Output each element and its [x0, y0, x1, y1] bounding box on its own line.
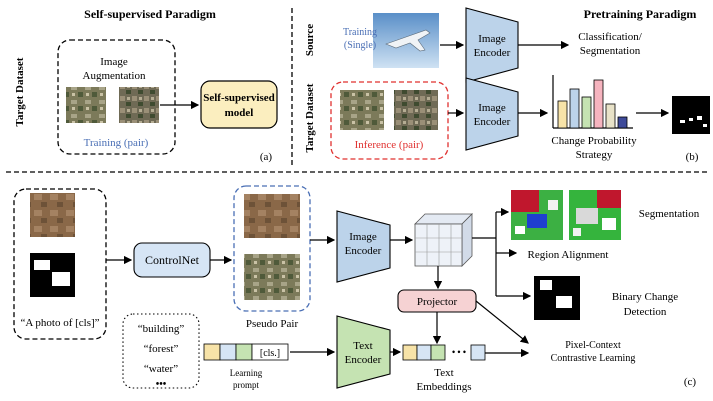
pseudo-pair-box [233, 185, 311, 312]
change-map-spot [703, 124, 707, 127]
panel-c: “A photo of [cls]” ControlNet Pseudo Pai… [13, 185, 700, 393]
change-map-spot [689, 118, 693, 121]
word-water: “water” [144, 363, 178, 375]
pixel-context-line1: Pixel-Context [565, 340, 621, 351]
segmentation-label: Segmentation [639, 208, 700, 220]
photo-cls-box [13, 188, 107, 340]
embedding-dots: • • • [452, 347, 466, 357]
word-ellipsis: ••• [156, 379, 167, 390]
photo-caption: “A photo of [cls]” [20, 317, 99, 329]
inference-pair-label: Inference (pair) [355, 139, 424, 151]
change-map-image [672, 96, 710, 134]
pseudo-pair-label: Pseudo Pair [246, 318, 299, 330]
region-alignment-label: Region Alignment [528, 249, 609, 261]
pseudo-image-1 [244, 194, 300, 238]
inference-image-2 [394, 90, 438, 130]
target-side-label: Target Dataset [304, 83, 316, 152]
binary-change-line1: Binary Change [612, 291, 678, 303]
change-map-spot [697, 116, 702, 120]
panel-a-side-label: Target Dataset [14, 57, 26, 126]
photo-mask-region [52, 272, 70, 286]
panel-a-tag: (a) [260, 151, 273, 163]
learning-prompt-line2: prompt [233, 380, 259, 390]
panel-b-title: Pretraining Paradigm [584, 7, 697, 21]
learning-prompt-tokens [203, 343, 289, 361]
text-embeddings-line2: Embeddings [417, 381, 472, 393]
panel-b-tag: (b) [686, 151, 699, 163]
arrow-projector-to-contrastive [475, 300, 529, 344]
binary-change-region [556, 296, 572, 308]
photo-image [30, 193, 75, 237]
classification-label-line2: Segmentation [580, 45, 641, 57]
target-encoder-line1: Image [478, 102, 506, 114]
cls-token-label: [cls.] [260, 348, 280, 359]
panel-c-image-encoder [336, 210, 391, 283]
training-single-line2: (Single) [344, 40, 376, 51]
class-word-box [122, 313, 200, 389]
photo-mask-region [34, 260, 50, 270]
panel-b: Pretraining Paradigm Source Target Datas… [304, 7, 710, 163]
aug-image-2 [119, 87, 159, 123]
controlnet-label: ControlNet [145, 253, 200, 267]
text-encoder-line2: Encoder [345, 354, 382, 366]
training-pair-label: Training (pair) [84, 137, 149, 149]
target-image-encoder [465, 77, 519, 151]
word-forest: “forest” [144, 343, 179, 355]
projector-label: Projector [417, 296, 458, 308]
aug-label-line1: Image [100, 56, 128, 68]
image-encoder-line2: Encoder [345, 245, 382, 257]
augmentation-box [57, 39, 176, 155]
panel-a-title: Self-supervised Paradigm [84, 7, 216, 21]
target-encoder-line2: Encoder [474, 116, 511, 128]
learning-prompt-line1: Learning [230, 368, 263, 378]
segmentation-image-2 [569, 190, 621, 240]
text-embeddings-line1: Text [434, 367, 453, 379]
inference-image-1 [340, 90, 384, 130]
source-side-label: Source [304, 24, 316, 56]
text-encoder-line1: Text [353, 340, 372, 352]
model-label-line2: model [225, 107, 254, 119]
aug-image-1 [66, 87, 106, 123]
change-map-spot [680, 120, 685, 123]
source-image-encoder [465, 7, 519, 83]
airplane-icon [385, 29, 431, 52]
segmentation-image-1 [511, 190, 563, 240]
binary-change-region [540, 280, 552, 290]
image-encoder-line1: Image [349, 231, 377, 243]
training-single-line1: Training [343, 27, 377, 38]
model-label-line1: Self-supervised [203, 92, 275, 104]
text-embedding-tokens [402, 344, 446, 361]
panel-c-tag: (c) [684, 376, 697, 388]
binary-change-line2: Detection [624, 306, 667, 318]
word-building: “building” [138, 323, 185, 335]
change-probability-line2: Strategy [576, 149, 613, 161]
source-encoder-line1: Image [478, 33, 506, 45]
pixel-context-line2: Contrastive Learning [551, 353, 636, 364]
classification-label-line1: Classification/ [578, 31, 642, 43]
change-probability-line1: Change Probability [551, 135, 637, 147]
pseudo-image-2 [244, 254, 300, 300]
embedding-last-token [470, 344, 486, 361]
source-encoder-line2: Encoder [474, 47, 511, 59]
self-supervised-model-box [200, 80, 278, 129]
feature-cube-icon [414, 213, 473, 267]
probability-bar-icon [552, 75, 633, 129]
aug-label-line2: Augmentation [83, 70, 146, 82]
inference-box [330, 81, 449, 160]
text-encoder [336, 315, 391, 389]
panel-a: Self-supervised Paradigm Target Dataset … [14, 7, 278, 163]
